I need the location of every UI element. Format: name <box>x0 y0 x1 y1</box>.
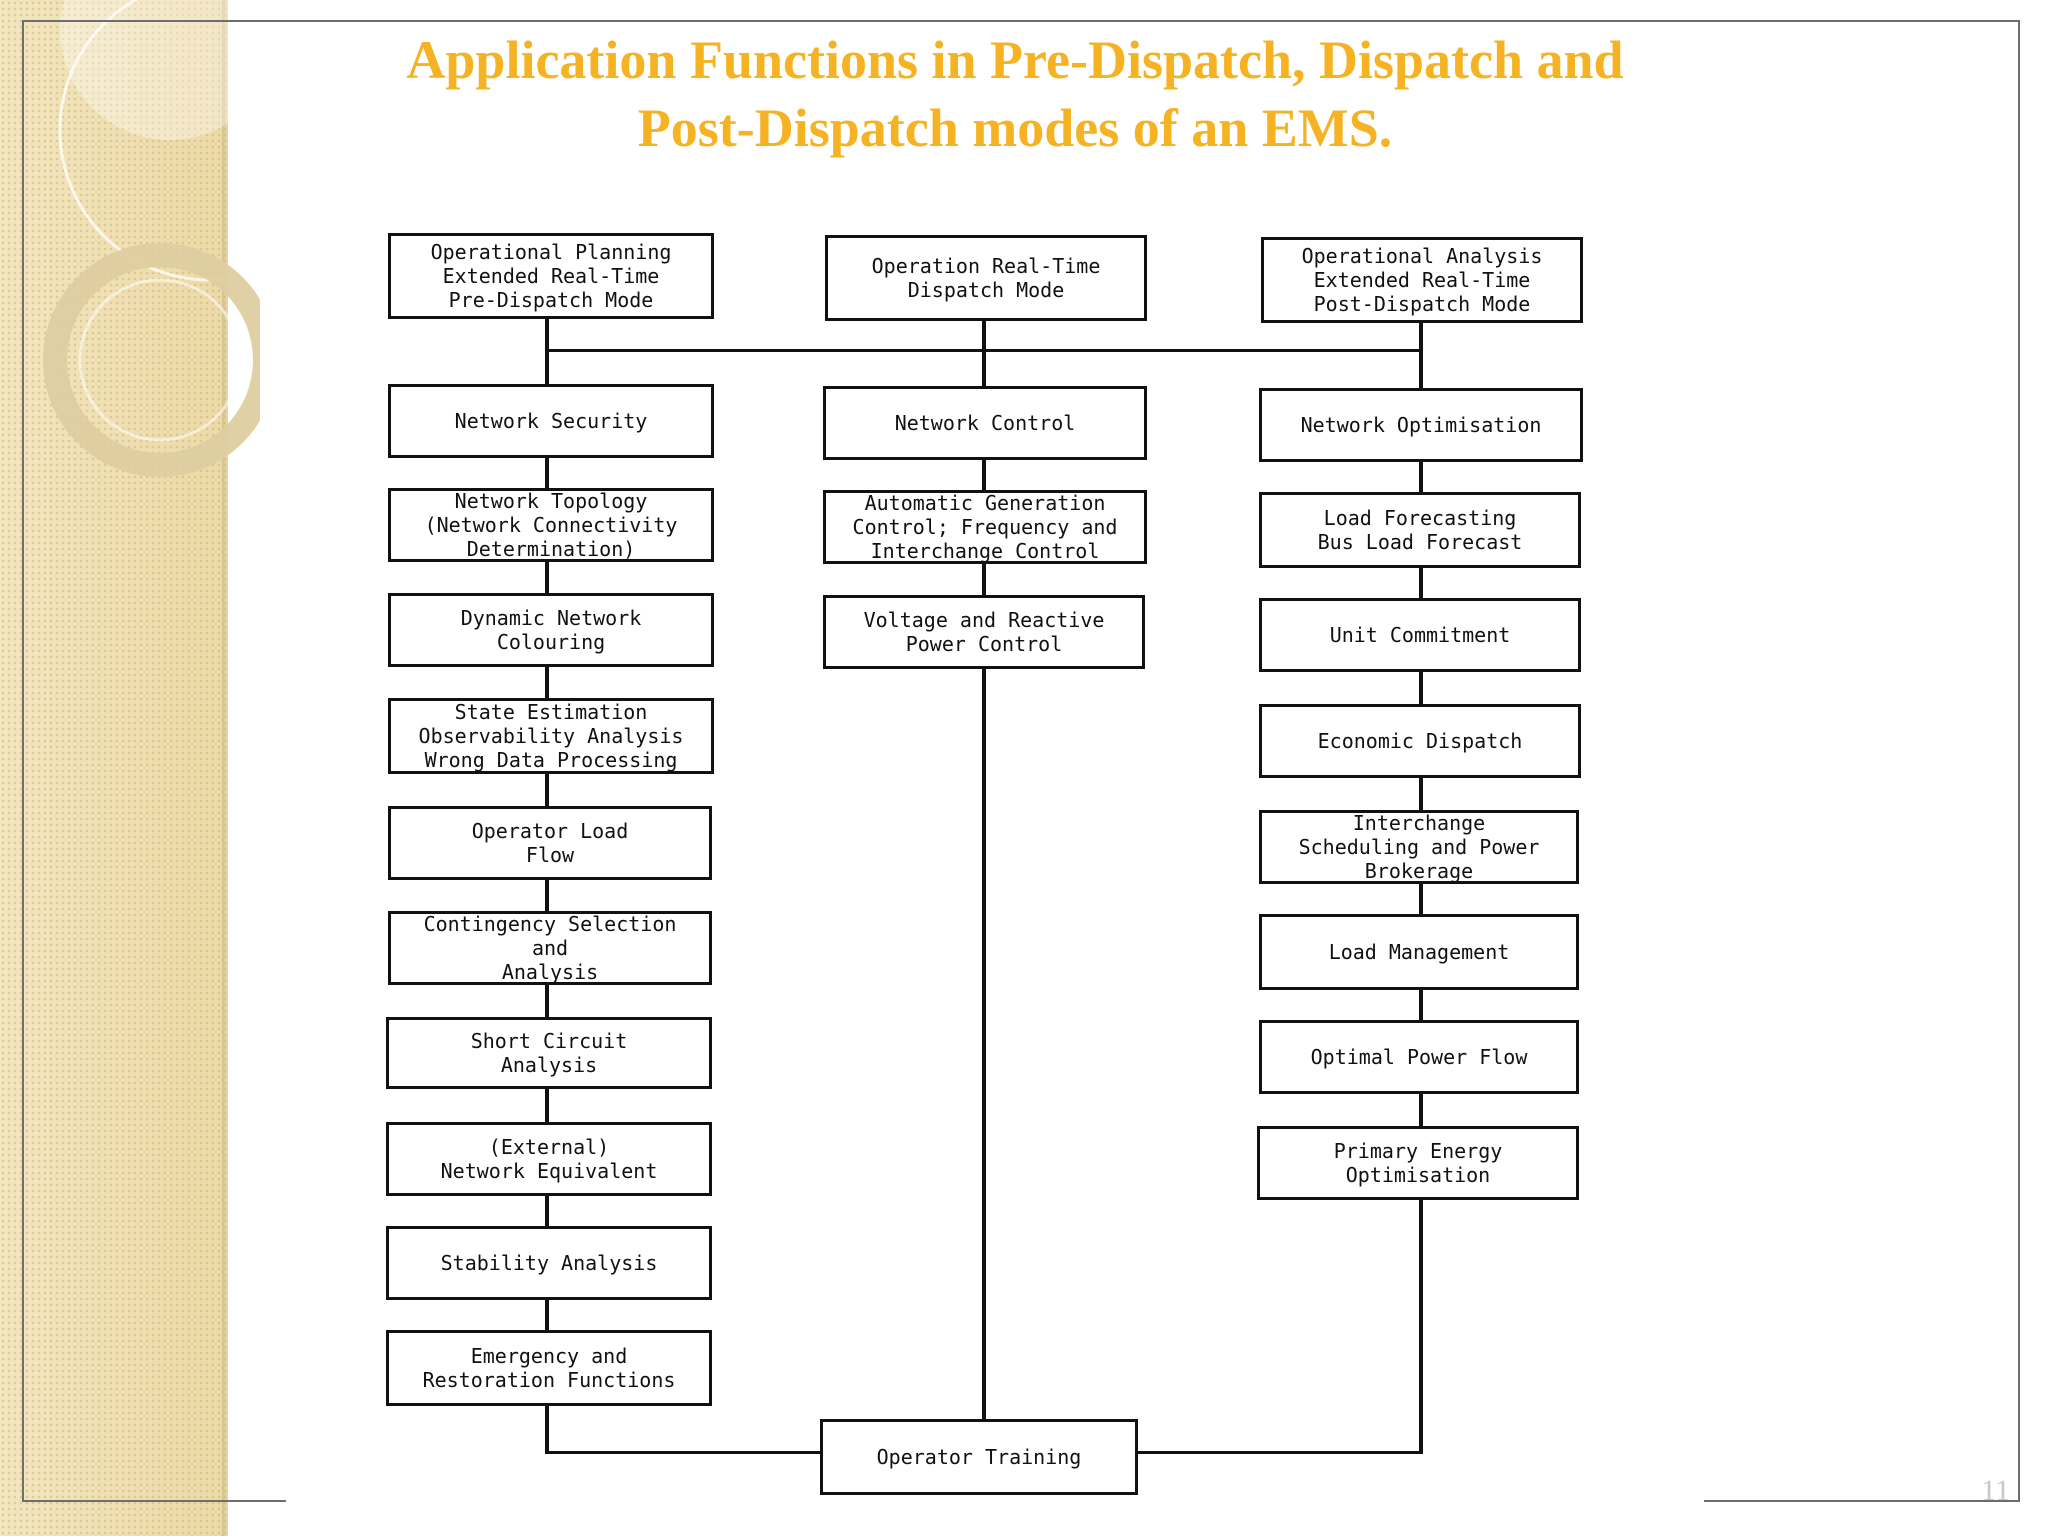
box-network-control: Network Control <box>823 386 1147 460</box>
box-interchange-scheduling: Interchange Scheduling and Power Brokera… <box>1259 810 1579 884</box>
box-dispatch-header: Operation Real-Time Dispatch Mode <box>825 235 1147 321</box>
box-network-optimisation: Network Optimisation <box>1259 388 1583 462</box>
box-operator-load-flow: Operator Load Flow <box>388 806 712 880</box>
sidebar-edge <box>222 0 228 1536</box>
connector-top-bus <box>545 349 1423 352</box>
box-contingency-selection: Contingency Selection and Analysis <box>388 911 712 985</box>
box-load-forecasting: Load Forecasting Bus Load Forecast <box>1259 492 1581 568</box>
box-stability-analysis: Stability Analysis <box>386 1226 712 1300</box>
box-post-dispatch-header: Operational Analysis Extended Real-Time … <box>1261 237 1583 323</box>
ring-gold <box>43 243 260 477</box>
box-operator-training: Operator Training <box>820 1419 1138 1495</box>
box-pre-dispatch-header: Operational Planning Extended Real-Time … <box>388 233 714 319</box>
box-unit-commitment: Unit Commitment <box>1259 598 1581 672</box>
decorative-rings <box>43 0 260 477</box>
box-short-circuit-analysis: Short Circuit Analysis <box>386 1017 712 1089</box>
box-automatic-generation-control: Automatic Generation Control; Frequency … <box>823 490 1147 564</box>
ring-inner <box>78 278 242 442</box>
connector-post-trunk <box>1419 320 1423 1454</box>
connector-bottom-right <box>1134 1451 1423 1454</box>
box-emergency-restoration: Emergency and Restoration Functions <box>386 1330 712 1406</box>
title-line-1: Application Functions in Pre-Dispatch, D… <box>406 30 1624 90</box>
box-state-estimation: State Estimation Observability Analysis … <box>388 698 714 774</box>
box-network-security: Network Security <box>388 384 714 458</box>
box-economic-dispatch: Economic Dispatch <box>1259 704 1581 778</box>
box-dynamic-network-colouring: Dynamic Network Colouring <box>388 593 714 667</box>
box-voltage-reactive-control: Voltage and Reactive Power Control <box>823 595 1145 669</box>
page-number: 11 <box>1981 1474 2010 1507</box>
slide-title: Application Functions in Pre-Dispatch, D… <box>290 26 1740 162</box>
box-network-topology: Network Topology (Network Connectivity D… <box>388 488 714 562</box>
box-external-network-equivalent: (External) Network Equivalent <box>386 1122 712 1196</box>
connector-bottom-left <box>545 1451 822 1454</box>
box-optimal-power-flow: Optimal Power Flow <box>1259 1020 1579 1094</box>
title-line-2: Post-Dispatch modes of an EMS. <box>637 98 1393 158</box>
connector-pre-trunk <box>545 318 549 1454</box>
connector-dispatch-trunk <box>982 318 986 1420</box>
ring-glow <box>60 0 260 140</box>
box-primary-energy-optimisation: Primary Energy Optimisation <box>1257 1126 1579 1200</box>
box-load-management: Load Management <box>1259 914 1579 990</box>
